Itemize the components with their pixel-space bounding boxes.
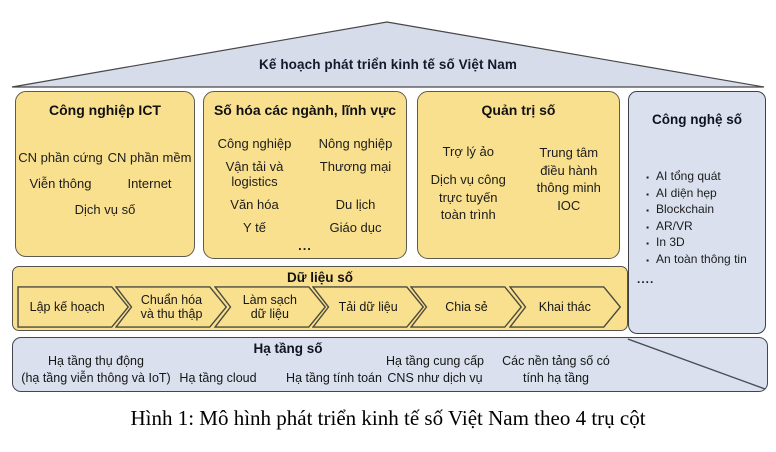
list-item: ▪ In 3D (639, 235, 765, 252)
band-title: Hạ tầng số (253, 341, 323, 356)
pillar-digital-governance: Quản trị số Trợ lý ảo Dịch vụ công trực … (417, 91, 620, 259)
pillar-item: Y tế (243, 220, 266, 235)
process-step-label: Chia sẻ (445, 300, 488, 314)
band-digital-infrastructure: Hạ tầng số Hạ tầng thụ động (hạ tầng viễ… (12, 337, 768, 392)
pillar-item: Văn hóa (230, 197, 279, 212)
technology-list: ▪ AI tổng quát ▪ AI diện hẹp ▪ Blockchain ▪… (629, 169, 765, 269)
infra-item: Hạ tầng tính toán (286, 371, 382, 385)
pillar-item: Giáo dục (329, 220, 382, 235)
pillar-item: Công nghiệp (217, 136, 292, 151)
list-item-label: In 3D (656, 235, 685, 250)
list-item-label: An toàn thông tin (656, 251, 747, 266)
process-step-label: Tải dữ liệu (338, 300, 398, 314)
list-item: ▪ AI diện hẹp (639, 186, 765, 203)
bullet-icon: ▪ (646, 222, 649, 232)
infra-item: Các nền tảng số có tính hạ tầng (502, 354, 610, 385)
pillar-item: Dịch vụ số (74, 202, 136, 217)
list-item: ▪ Blockchain (639, 202, 765, 219)
process-step: Khai thác (509, 286, 622, 328)
pillar-item: Thương mại (319, 159, 392, 174)
figure-caption: Hình 1: Mô hình phát triển kinh tế số Vi… (130, 406, 646, 430)
pillar-item: Dịch vụ công trực tuyến toàn trình (430, 172, 506, 223)
pillar-item: CN phần mềm (107, 150, 192, 165)
panel-title: Công nghệ số (652, 112, 742, 127)
roof-title: Kế hoạch phát triển kinh tế số Việt Nam (259, 57, 517, 72)
bullet-icon: ▪ (646, 239, 649, 249)
process-step-label: Khai thác (538, 300, 591, 314)
list-item-label: AR/VR (656, 218, 693, 233)
list-item-label: AI tổng quát (656, 169, 721, 183)
process-step: Chuẩn hóa và thu thập (115, 286, 228, 328)
infra-item: Hạ tầng cung cấp CNS như dịch vụ (386, 354, 484, 385)
process-step-label: Chuẩn hóa và thu thập (140, 293, 203, 321)
process-step: Làm sạch dữ liệu (214, 286, 327, 328)
bullet-icon: ▪ (646, 189, 649, 199)
pillar-item: Trợ lý ảo (442, 144, 494, 159)
process-step-label: Lập kế hoạch (29, 300, 105, 314)
pillar-item: Internet (127, 176, 172, 191)
pillar-ict-industry: Công nghiệp ICT CN phần cứng CN phần mềm… (15, 91, 195, 257)
band-title: Dữ liệu số (286, 270, 354, 285)
ellipsis-label: .... (637, 271, 655, 286)
pillar-sector-digitization: Số hóa các ngành, lĩnh vực Công nghiệp N… (203, 91, 407, 259)
process-step-label: Làm sạch dữ liệu (242, 293, 297, 321)
pillar-item: CN phần cứng (18, 150, 103, 165)
band-digital-data: Dữ liệu số Lập kế hoạch Chuẩn hóa và thu… (12, 266, 628, 331)
pillar-title: Số hóa các ngành, lĩnh vực (213, 102, 397, 118)
list-item: ▪ AI tổng quát (639, 169, 765, 186)
process-step: Lập kế hoạch (17, 286, 130, 328)
pillar-title: Quản trị số (481, 102, 556, 118)
list-item: ▪ An toàn thông tin (639, 252, 765, 269)
infra-item: Hạ tầng cloud (179, 371, 257, 385)
pillar-item: Viễn thông (29, 176, 92, 191)
process-step: Chia sẻ (410, 286, 523, 328)
bullet-icon: ▪ (646, 173, 649, 182)
data-process-steps: Lập kế hoạch Chuẩn hóa và thu thập Làm s… (17, 286, 622, 328)
pillar-item: Nông nghiệp (318, 136, 393, 151)
pillar-title: Công nghiệp ICT (49, 102, 161, 118)
bullet-icon: ▪ (646, 255, 649, 265)
list-item: ▪ AR/VR (639, 219, 765, 236)
roof-shape (11, 21, 765, 88)
list-item-label: Blockchain (656, 202, 715, 217)
pillar-item: Trung tâm điều hành thông minh IOC (536, 145, 601, 213)
panel-digital-technology: Công nghệ số ▪ AI tổng quát ▪ AI diện hẹp … (628, 91, 766, 334)
pillar-item: Vận tải và logistics (225, 159, 284, 189)
pillar-item: Du lịch (335, 197, 376, 212)
bullet-icon: ▪ (646, 206, 649, 216)
ellipsis-label: ... (298, 238, 312, 253)
infra-item: Hạ tầng thụ động (hạ tầng viễn thông và … (21, 354, 171, 385)
process-step: Tải dữ liệu (312, 286, 425, 328)
list-item-label: AI diện hẹp (656, 185, 717, 200)
